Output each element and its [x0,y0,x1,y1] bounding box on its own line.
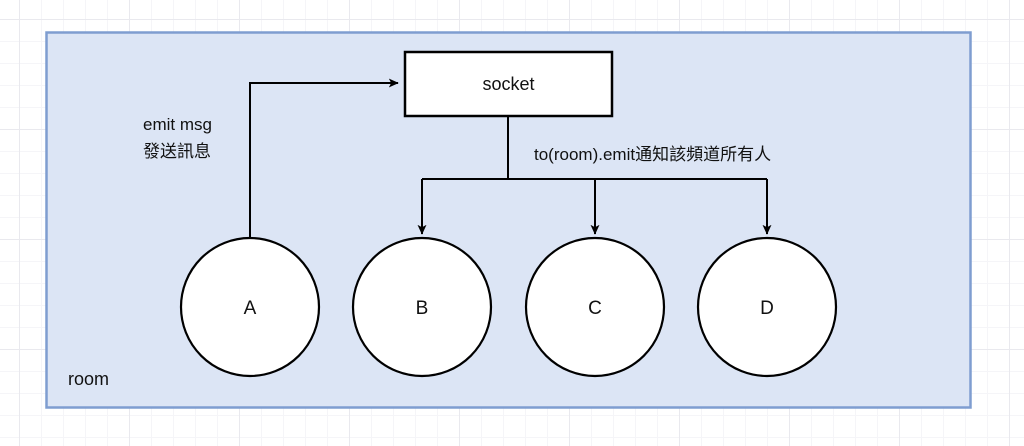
edge-emit-msg-path [249,78,399,238]
node-b-circle[interactable] [351,236,493,378]
node-socket-label: socket [482,74,534,94]
node-socket-box[interactable] [403,50,614,118]
node-a[interactable]: A [179,236,321,378]
edge-broadcast-label: to(room).emit通知該頻道所有人 [534,145,771,164]
node-d-circle[interactable] [696,236,838,378]
edge-emit-msg: emit msg 發送訊息 [143,78,399,238]
node-d[interactable]: D [696,236,838,378]
node-a-label: A [244,298,257,319]
node-c-label: C [588,298,602,319]
node-b-label: B [416,298,429,319]
edge-emit-msg-label-line2: 發送訊息 [143,142,211,161]
node-b[interactable]: B [351,236,493,378]
edge-broadcast: to(room).emit通知該頻道所有人 [417,117,772,235]
node-socket[interactable]: socket [403,50,614,118]
node-c[interactable]: C [524,236,666,378]
node-d-label: D [760,298,774,319]
node-a-circle[interactable] [179,236,321,378]
node-c-circle[interactable] [524,236,666,378]
edge-emit-msg-label-line1: emit msg [143,115,212,134]
room-label: room [68,369,109,389]
